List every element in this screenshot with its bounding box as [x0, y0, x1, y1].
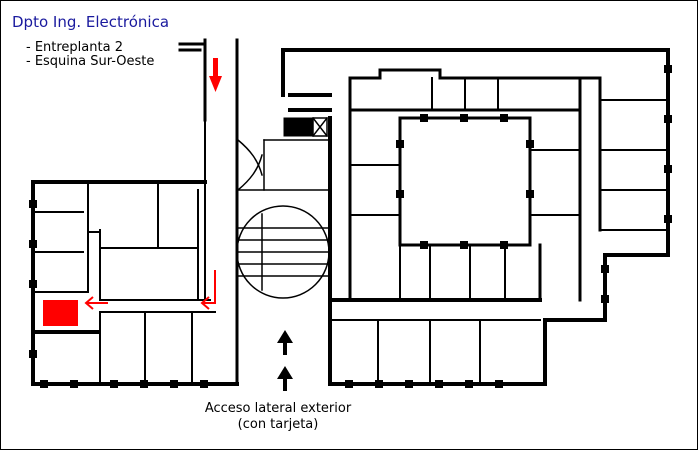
- entry-arrows: [277, 330, 293, 391]
- caption-line-2: (con tarjeta): [237, 417, 319, 432]
- exterior-access-caption: Acceso lateral exterior (con tarjeta): [180, 401, 376, 433]
- right-wing-inner-ring: [348, 68, 602, 302]
- corridor-walls: [178, 38, 239, 386]
- entry-arrow-lower: [277, 366, 293, 391]
- route-arrows: [84, 58, 222, 310]
- right-wing-partitions: [329, 77, 669, 385]
- route-arrow-entry: [209, 58, 222, 92]
- location-note-floor: - Entreplanta 2: [26, 40, 123, 55]
- caption-line-1: Acceso lateral exterior: [204, 401, 352, 416]
- route-arrow-target: [84, 296, 108, 310]
- route-arrow-turn: [200, 270, 216, 310]
- entry-arrow-upper: [277, 330, 293, 355]
- window-marks: [29, 65, 672, 388]
- map-title: Dpto Ing. Electrónica: [12, 13, 170, 31]
- target-room-marker: [43, 300, 78, 326]
- right-wing-walls: [281, 48, 670, 386]
- stairwell: [236, 138, 330, 299]
- left-wing-partitions: [32, 119, 216, 385]
- location-note-corner: - Esquina Sur-Oeste: [26, 54, 155, 69]
